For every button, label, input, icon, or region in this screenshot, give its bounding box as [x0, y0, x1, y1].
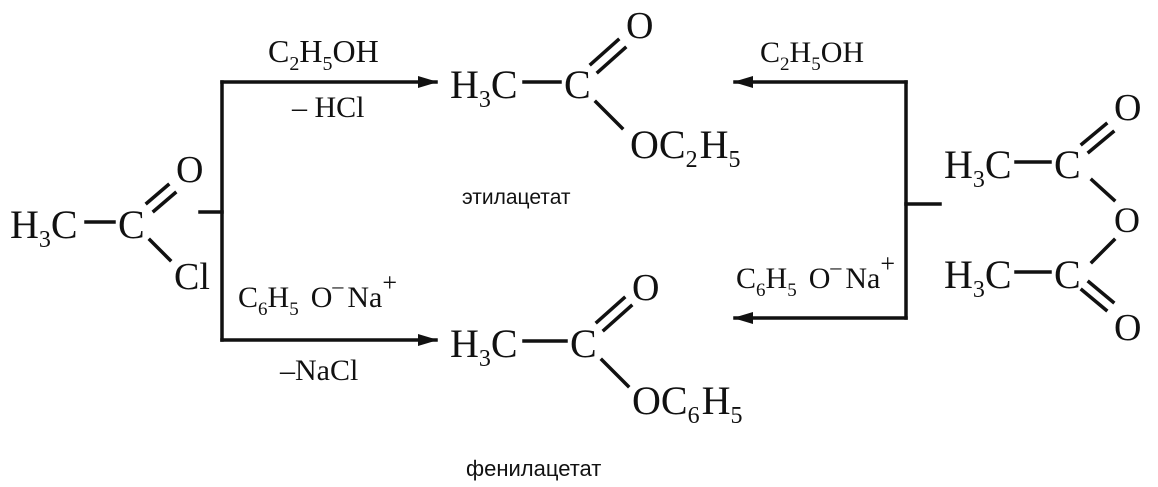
ethyl-acetate: H3C C O OC2H5 этилацетат — [450, 5, 740, 209]
double-bond-top-1 — [1079, 121, 1109, 147]
ethyl-acetate-name: этилацетат — [462, 186, 571, 209]
bond-bottom-c-o — [1089, 237, 1117, 265]
double-bond-co-1 — [588, 37, 621, 67]
anhydride-bridge-oxygen: O — [1114, 200, 1140, 240]
phenyl-acetate-name: фенилацетат — [466, 456, 601, 481]
anhydride-bottom-methyl: H3C — [944, 252, 1012, 303]
acetic-anhydride: H3C C O O H3C C O — [944, 87, 1141, 349]
acetyl-chloride-chlorine: Cl — [174, 256, 210, 298]
double-bond-co-2 — [595, 45, 628, 75]
right-branch-arrows — [733, 76, 942, 324]
acetyl-chloride-carbonyl-carbon: C — [118, 202, 145, 247]
acetyl-chloride-methyl: H3C — [10, 202, 78, 253]
left-branch-arrows — [220, 76, 438, 346]
anhydride-top-carbonyl-carbon: C — [1054, 142, 1081, 187]
phenyl-acetate-phenoxy: OC6H5 — [632, 378, 742, 429]
byproduct-nacl: –NaCl — [279, 354, 358, 387]
double-bond-co-2 — [601, 303, 634, 333]
bond-c-cl — [147, 237, 173, 263]
double-bond-bottom-2 — [1086, 279, 1116, 305]
ethyl-acetate-ethoxy: OC2H5 — [630, 122, 740, 173]
phenyl-acetate-carbonyl-carbon: C — [570, 321, 597, 366]
ethyl-acetate-carbonyl-oxygen: O — [626, 5, 653, 47]
bond-c-o — [593, 99, 625, 131]
phenyl-acetate-carbonyl-oxygen: O — [632, 267, 659, 309]
double-bond-co-2 — [151, 190, 178, 214]
bond-c-o — [599, 357, 631, 389]
reagent-ethanol-left: C2H5OH — [268, 33, 379, 75]
ethyl-acetate-carbonyl-carbon: C — [564, 62, 591, 107]
double-bond-co-1 — [594, 295, 627, 325]
acetyl-chloride: H3C C O Cl — [10, 149, 224, 298]
double-bond-co-1 — [144, 182, 171, 206]
bond-top-c-o — [1089, 177, 1117, 203]
reagent-ethanol-right: C2H5OH — [760, 36, 864, 75]
double-bond-top-2 — [1086, 129, 1116, 155]
anhydride-top-methyl: H3C — [944, 142, 1012, 193]
anhydride-top-oxygen: O — [1114, 87, 1141, 129]
ethyl-acetate-methyl: H3C — [450, 62, 518, 113]
anhydride-bottom-oxygen: O — [1114, 307, 1141, 349]
phenyl-acetate: H3C C O OC6H5 фенилацетат — [450, 267, 742, 481]
phenyl-acetate-methyl: H3C — [450, 321, 518, 372]
double-bond-bottom-1 — [1079, 287, 1109, 313]
acetyl-chloride-oxygen: O — [176, 149, 203, 191]
byproduct-hcl: – HCl — [291, 91, 365, 124]
anhydride-bottom-carbonyl-carbon: C — [1054, 252, 1081, 297]
